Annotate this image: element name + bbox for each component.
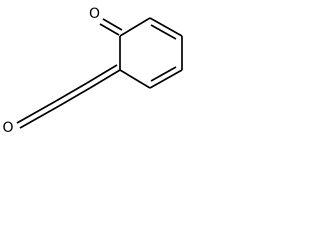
cumulene-oxygen-label: O [2,120,13,136]
bond-ring-c5-c6 [119,69,151,89]
molecule-drawing: O O [0,0,186,138]
bond-carbonyl-b [102,18,123,31]
bond-ring-c2-c3 [149,17,183,37]
bond-cumulene-a [58,87,91,107]
bond-ketene-b [16,100,57,124]
bond-ring-c4-c5-inner [150,66,177,82]
ketone-oxygen: O [87,4,102,22]
bond-ketene-a [19,105,60,129]
bond-ring-c1-c2 [119,17,151,37]
bond-exocyclic-b [86,64,118,84]
bond-ring-c2-c3-inner [150,24,177,40]
bond-exocyclic-a [89,69,121,89]
cumulene-oxygen: O [0,118,16,136]
bond-carbonyl-a [99,23,120,36]
structure-svg: O O [0,4,183,136]
ketone-oxygen-label: O [89,6,100,22]
bond-cumulene-b [55,82,88,102]
bond-ring-c4-c5 [149,69,183,89]
